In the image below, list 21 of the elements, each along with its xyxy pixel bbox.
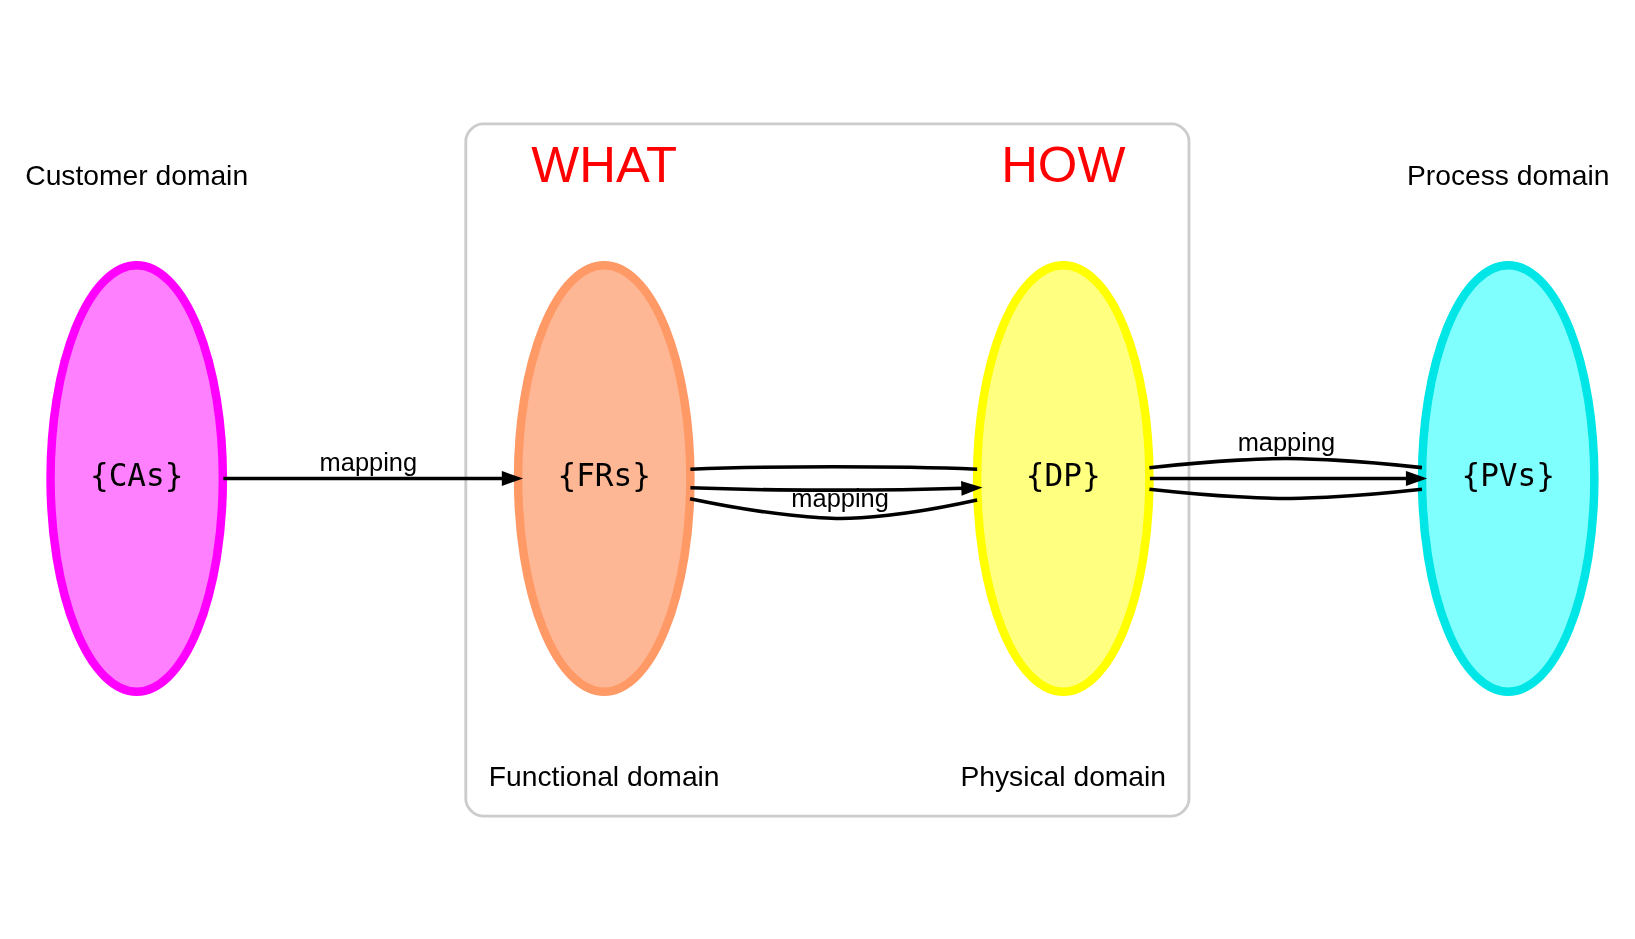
- edge-label: mapping: [319, 447, 418, 476]
- edge-label: mapping: [1237, 427, 1336, 456]
- arrow: [690, 480, 983, 496]
- node-ellipse: {PVs}: [1417, 260, 1599, 696]
- node-label: Customer domain: [25, 158, 249, 191]
- node-ellipse: {DP}: [972, 260, 1154, 696]
- node-label: Functional domain: [488, 759, 720, 792]
- node-label: HOW: [1001, 135, 1126, 193]
- arrow: [223, 470, 524, 486]
- node-ellipse: {FRs}: [513, 260, 695, 696]
- node-label: WHAT: [531, 135, 678, 193]
- edge-label: mapping: [791, 483, 889, 512]
- node-ellipse: {CAs}: [46, 260, 228, 696]
- connector: [1149, 487, 1423, 500]
- node-label: Process domain: [1406, 158, 1610, 191]
- connector: [1149, 456, 1423, 469]
- arrow: [1149, 470, 1428, 486]
- connector: [689, 496, 978, 520]
- cluster: [464, 122, 1191, 817]
- node-label: Physical domain: [960, 759, 1167, 792]
- connector: [690, 464, 978, 471]
